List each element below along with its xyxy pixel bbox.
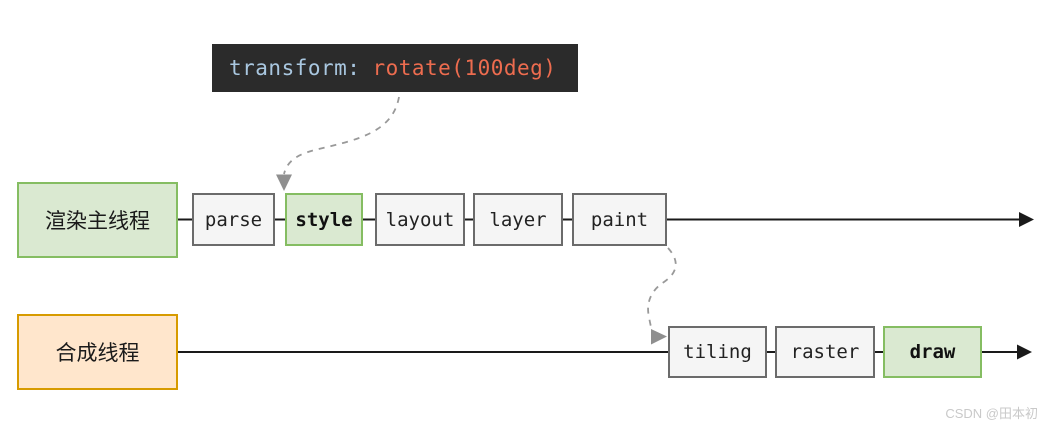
code-snippet-box: transform: rotate(100deg) — [212, 44, 578, 92]
stage-raster: raster — [775, 326, 875, 378]
stage-layout: layout — [375, 193, 465, 246]
stage-layer: layer — [473, 193, 563, 246]
main-thread-label: 渲染主线程 — [17, 182, 178, 258]
code-to-style-dashed-arrow — [276, 96, 400, 191]
compositor-thread-label: 合成线程 — [17, 314, 178, 390]
right-arrowhead-icon — [651, 329, 667, 345]
css-property-text: transform: — [229, 56, 361, 80]
compositor-thread-arrowhead-icon — [1017, 344, 1032, 360]
stage-parse: parse — [192, 193, 275, 246]
stage-draw: draw — [883, 326, 982, 378]
watermark: CSDN @田本初 — [945, 406, 1038, 421]
down-arrowhead-icon — [276, 174, 292, 191]
stage-tiling: tiling — [668, 326, 767, 378]
stage-paint: paint — [572, 193, 667, 246]
stage-style: style — [285, 193, 363, 246]
css-value-text: rotate(100deg) — [372, 56, 557, 80]
main-thread-arrowhead-icon — [1019, 212, 1034, 227]
